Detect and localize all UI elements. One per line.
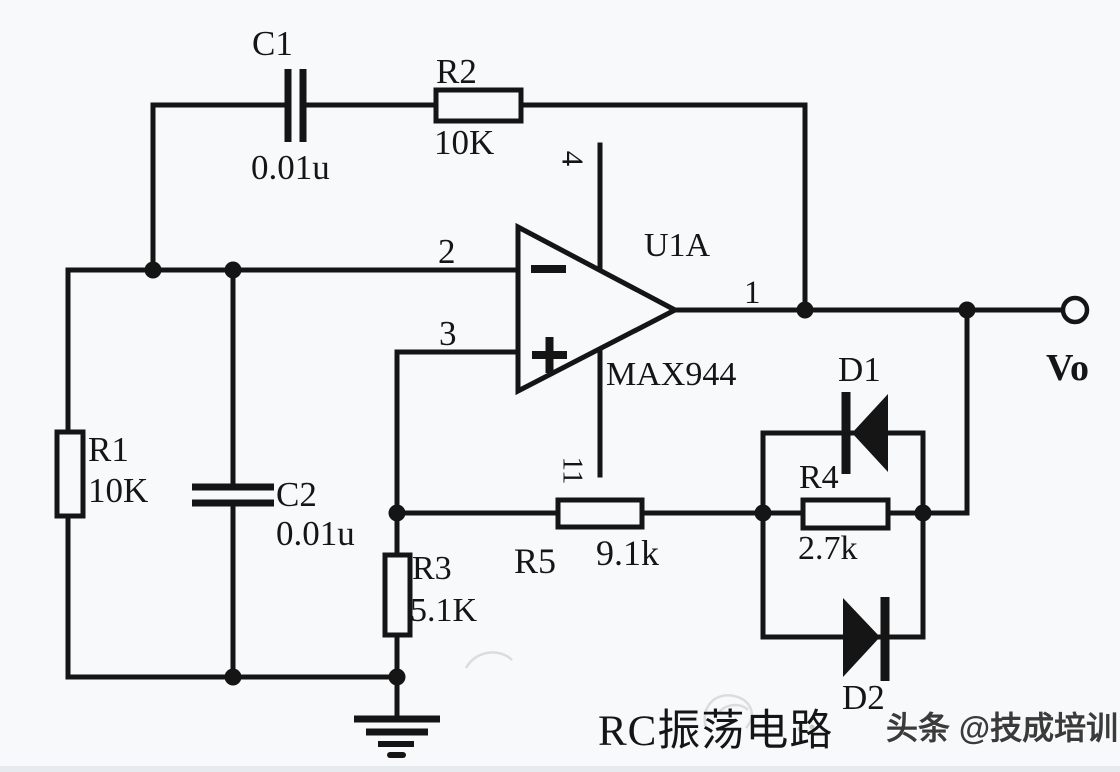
capacitor-c1-plates (284, 69, 307, 142)
output-terminal-icon (1060, 295, 1090, 325)
diagram-caption: RC振荡电路 (598, 708, 834, 755)
pin-2-label: 2 (438, 232, 456, 271)
wire-r2-to-output (518, 102, 808, 313)
r1-value-label: 10K (88, 471, 149, 510)
pin-4-label: 4 (555, 150, 591, 167)
opamp-ref-label: U1A (644, 227, 711, 264)
d1-ref-label: D1 (838, 350, 881, 389)
pin-11-label: 11 (556, 456, 589, 485)
r4-ref-label: R4 (799, 459, 839, 496)
r2-value-label: 10K (434, 123, 495, 162)
resistors (54, 87, 891, 638)
wire-diode-box-verticals (760, 430, 926, 640)
resistor-r3-body (382, 552, 413, 638)
capacitor-c2-plates (192, 483, 274, 507)
r5-value-label: 9.1k (596, 533, 659, 573)
noninverting-sign-icon (532, 337, 567, 373)
r1-ref-label: R1 (88, 430, 129, 469)
watermark-text: 头条 @技成培训 (886, 710, 1119, 746)
junction-dots (144, 261, 976, 686)
c2-value-label: 0.01u (276, 514, 355, 553)
wire-noninverting-input (394, 349, 521, 516)
wires (65, 102, 1066, 720)
wire-left-rail (65, 267, 400, 680)
diode-d1-arrow (852, 394, 888, 472)
resistor-r2-body (433, 87, 524, 124)
r3-ref-label: R3 (412, 550, 452, 587)
faint-dots (797, 724, 815, 732)
faint-logo-watermark (464, 651, 754, 729)
d2-ref-label: D2 (842, 678, 885, 717)
pin-3-label: 3 (439, 314, 457, 353)
resistor-r5-body (555, 497, 645, 530)
r5-ref-label: R5 (514, 541, 557, 581)
bottom-edge-strip (0, 766, 1120, 772)
ground-icon (354, 715, 440, 758)
opamp-part-label: MAX944 (606, 356, 737, 393)
diodes (841, 392, 890, 681)
r2-ref-label: R2 (436, 52, 477, 91)
resistor-r1-body (54, 429, 86, 519)
capacitors (192, 69, 307, 507)
diode-d2-arrow (843, 598, 880, 677)
r3-value-label: 5.1K (410, 592, 478, 629)
c1-value-label: 0.01u (251, 148, 330, 187)
resistor-r4-body (800, 497, 891, 531)
pin-1-label: 1 (744, 275, 761, 311)
c2-ref-label: C2 (276, 475, 317, 514)
output-label: Vo (1046, 347, 1089, 389)
c1-ref-label: C1 (252, 24, 293, 63)
opamp-input-signs (531, 265, 567, 373)
r4-value-label: 2.7k (798, 530, 858, 567)
